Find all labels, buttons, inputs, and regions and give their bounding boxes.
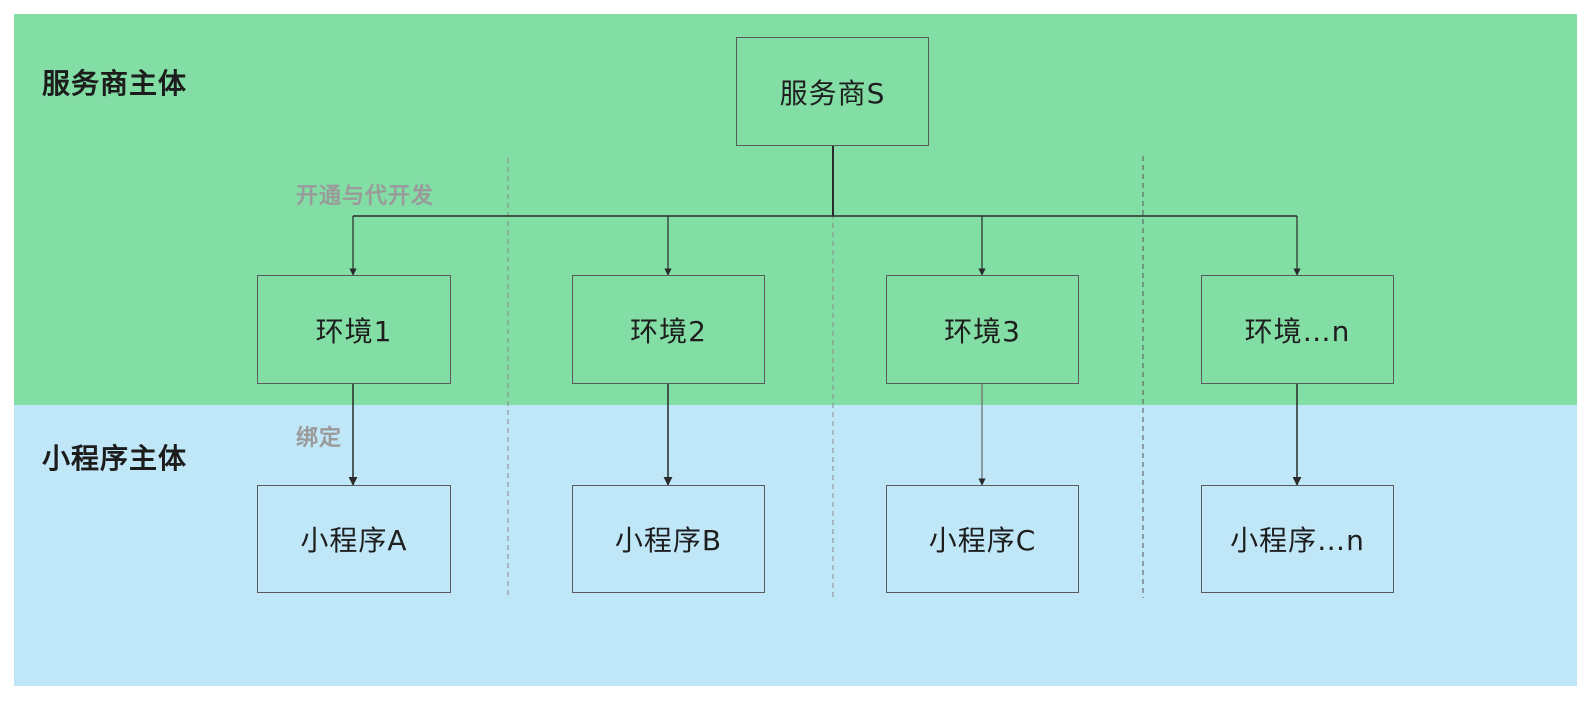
- open-edge-label: 开通与代开发: [296, 184, 435, 209]
- bind-edge-label: 绑定: [296, 426, 343, 451]
- miniprogram-node-n: 小程序…n: [1201, 485, 1394, 593]
- environment-node-2: 环境2: [572, 275, 765, 384]
- miniprogram-zone-title: 小程序主体: [42, 442, 188, 475]
- environment-node-n: 环境…n: [1201, 275, 1394, 384]
- miniprogram-node-a: 小程序A: [257, 485, 451, 593]
- miniprogram-node-b: 小程序B: [572, 485, 765, 593]
- miniprogram-node-c: 小程序C: [886, 485, 1079, 593]
- environment-node-1: 环境1: [257, 275, 451, 384]
- environment-node-3: 环境3: [886, 275, 1079, 384]
- provider-node: 服务商S: [736, 37, 929, 146]
- provider-zone-title: 服务商主体: [42, 67, 188, 100]
